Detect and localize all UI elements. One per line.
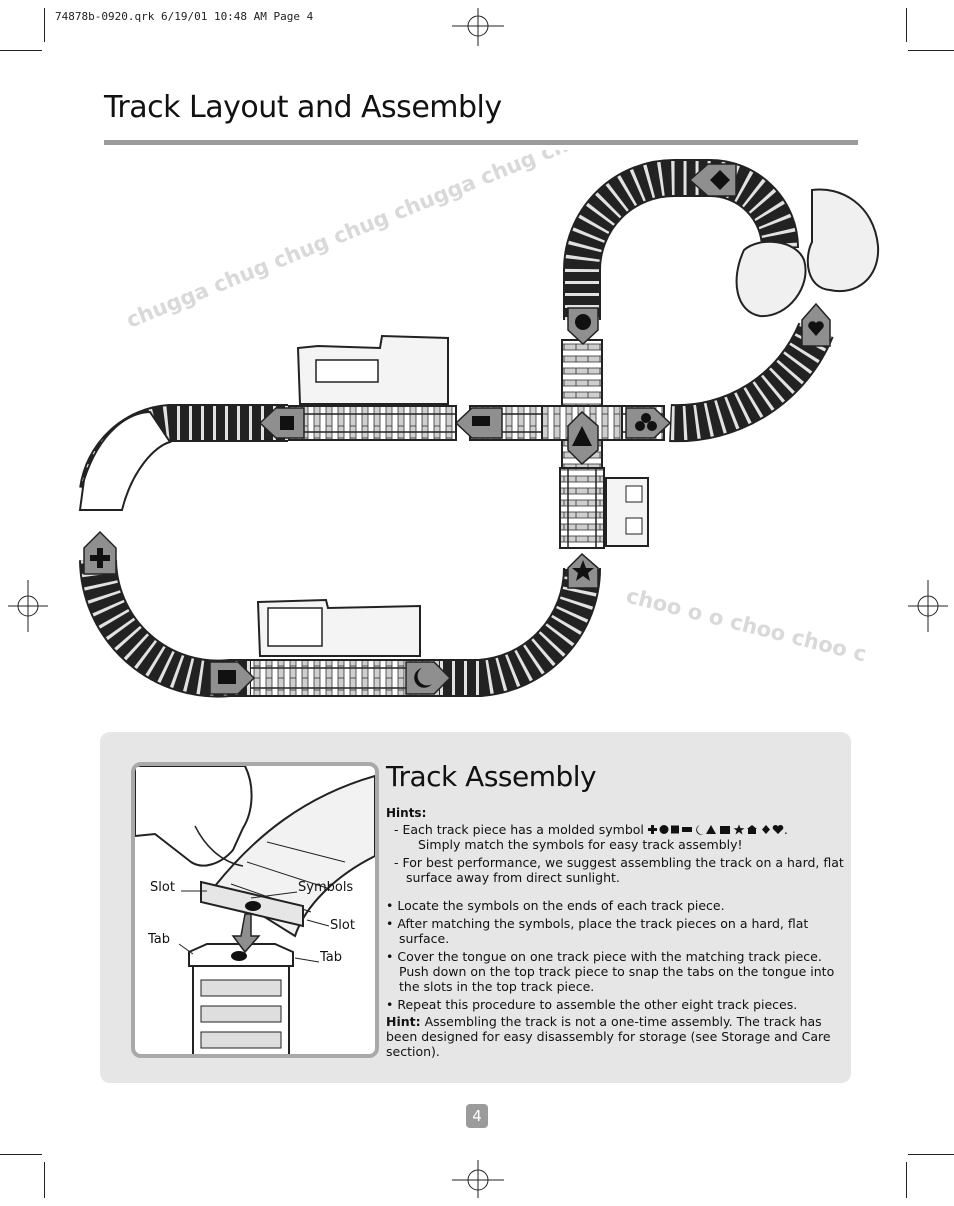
label-symbols: Symbols	[298, 880, 354, 895]
final-hint-label: Hint:	[386, 1014, 421, 1029]
crop-mark	[44, 1162, 45, 1198]
section-heading: Track Assembly	[386, 760, 597, 793]
plus-icon	[90, 548, 110, 568]
registration-mark	[452, 8, 504, 46]
marker-cow	[454, 407, 503, 439]
track-curves	[79, 159, 834, 698]
crop-mark	[906, 1162, 907, 1198]
star-icon	[733, 824, 745, 835]
track-layout-diagram: chugga chug chug chug chugga chug chug c…	[78, 150, 880, 698]
label-slot-left: Slot	[150, 880, 175, 895]
final-hint-text: Assembling the track is not a one-time a…	[386, 1014, 831, 1060]
square-icon	[280, 416, 294, 430]
tunnel	[78, 410, 172, 511]
crop-mark	[908, 50, 954, 51]
track-straight-vertical	[559, 467, 605, 549]
hint-1: - Each track piece has a molded symbol .…	[394, 822, 788, 853]
printer-slug: 74878b-0920.qrk 6/19/01 10:48 AM Page 4	[55, 10, 314, 23]
marker-engine	[209, 661, 256, 695]
signal-building	[605, 477, 649, 547]
diamond-icon	[710, 170, 730, 190]
marker-triangle	[567, 410, 599, 466]
house-icon	[746, 825, 757, 834]
diamond-icon	[761, 825, 770, 834]
engine-icon	[218, 670, 236, 684]
station-building-top	[296, 334, 449, 405]
hint-1-text: - Each track piece has a molded symbol	[394, 822, 644, 837]
hint-1-text-2: Simply match the symbols for easy track …	[418, 837, 743, 853]
track-straight-top-left	[287, 405, 457, 441]
registration-mark	[8, 580, 48, 632]
circle-icon	[659, 825, 669, 834]
bullet-1: • Locate the symbols on the ends of each…	[386, 898, 725, 913]
moon-icon	[696, 825, 704, 835]
circle-icon	[575, 314, 591, 330]
marker-circle	[567, 307, 599, 346]
marker-moon	[405, 661, 452, 695]
bullet-4: • Repeat this procedure to assemble the …	[386, 997, 798, 1012]
marker-clover	[625, 407, 672, 439]
crop-mark	[906, 8, 907, 42]
crop-mark	[908, 1154, 954, 1155]
cow-icon	[472, 416, 490, 426]
label-slot-right: Slot	[330, 918, 355, 933]
page-number: 4	[466, 1104, 488, 1128]
rock-mountain	[735, 188, 880, 318]
station-building-bottom	[256, 598, 421, 657]
crop-mark	[44, 8, 45, 42]
crop-mark	[0, 1154, 42, 1155]
triangle-icon	[705, 825, 716, 834]
heart-icon	[808, 321, 824, 336]
marker-star	[567, 552, 599, 589]
plus-icon	[647, 825, 657, 834]
label-tab-left: Tab	[148, 932, 171, 947]
engine-icon	[719, 826, 730, 834]
title-rule	[104, 140, 858, 145]
marker-square	[258, 407, 305, 439]
registration-mark	[908, 580, 948, 632]
assembly-illustration	[131, 762, 379, 1058]
moon-icon	[414, 668, 432, 688]
star-icon	[572, 560, 594, 581]
symbol-strip	[647, 824, 784, 835]
label-tab-right: Tab	[320, 950, 343, 965]
page-title: Track Layout and Assembly	[104, 90, 502, 125]
cow-icon	[681, 827, 692, 832]
marker-heart	[801, 302, 831, 347]
heart-icon	[772, 824, 784, 834]
marker-plus	[83, 530, 117, 575]
marker-diamond	[688, 163, 737, 197]
hints-label: Hints:	[386, 806, 427, 820]
triangle-icon	[572, 426, 592, 446]
hint-2: - For best performance, we suggest assem…	[394, 855, 844, 886]
square-icon	[670, 825, 679, 834]
crop-mark	[0, 50, 42, 51]
final-hint: Hint: Assembling the track is not a one-…	[386, 1014, 834, 1060]
registration-mark	[452, 1160, 504, 1198]
watermark-right: choo o o choo choo c	[624, 584, 869, 667]
bullet-2: • After matching the symbols, place the …	[386, 916, 809, 947]
bullet-3: • Cover the tongue on one track piece wi…	[386, 949, 835, 995]
